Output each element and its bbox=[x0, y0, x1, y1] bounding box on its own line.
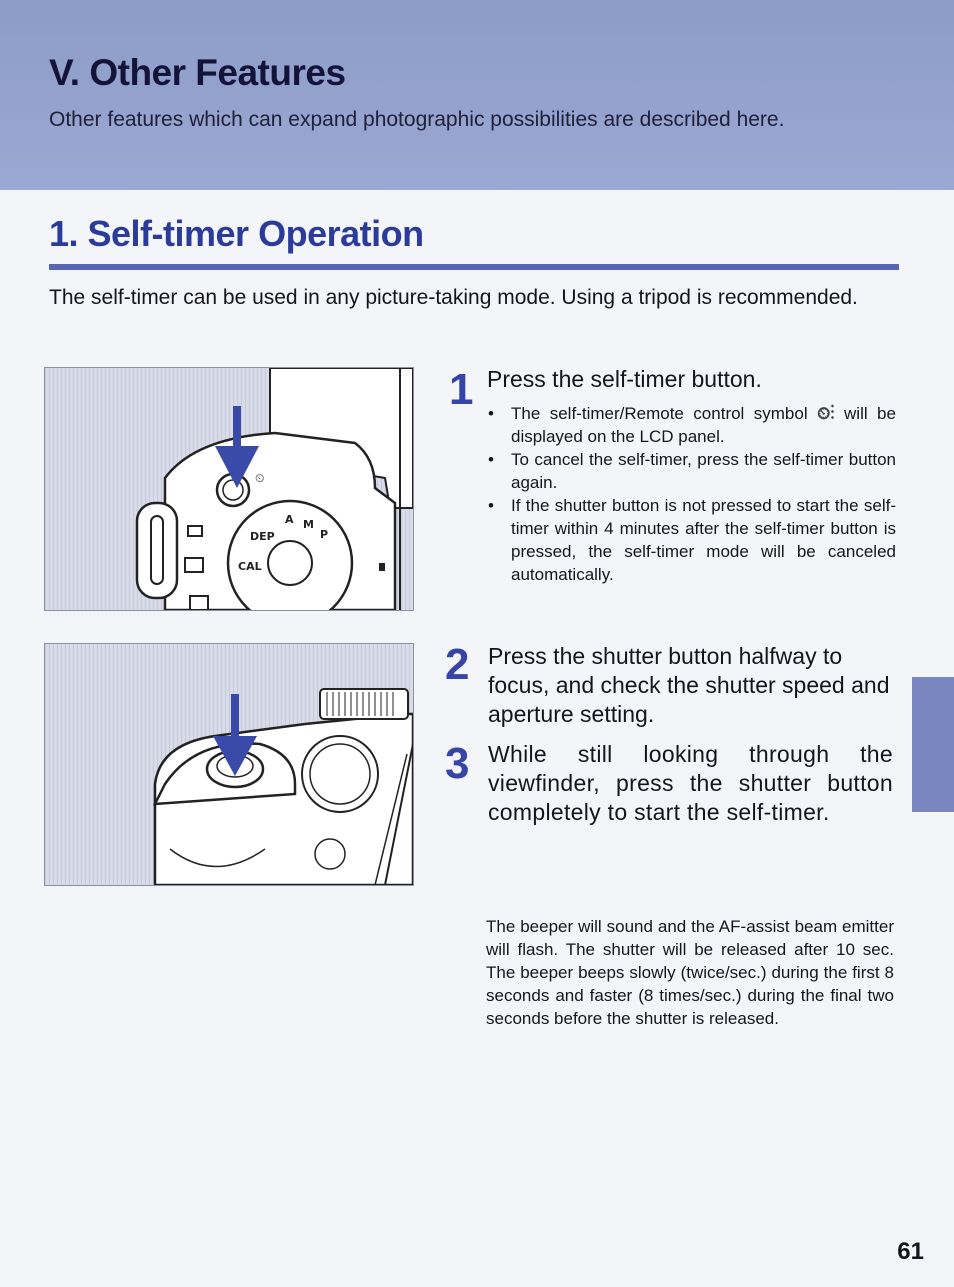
section-title: 1. Self-timer Operation bbox=[49, 213, 424, 254]
section-intro: The self-timer can be used in any pictur… bbox=[49, 286, 858, 309]
press-arrow-icon bbox=[215, 406, 259, 488]
shutter-button-illustration bbox=[44, 643, 414, 886]
mode-dial-labels: CAL DEP A M P bbox=[238, 513, 328, 573]
svg-text:P: P bbox=[320, 528, 328, 541]
timer-note: The beeper will sound and the AF-assist … bbox=[486, 917, 894, 1028]
chapter-header-band bbox=[0, 0, 954, 190]
section-divider bbox=[49, 264, 899, 270]
svg-text:⏲: ⏲ bbox=[255, 471, 264, 485]
svg-text:M: M bbox=[303, 518, 314, 531]
step-1-notes: The self-timer/Remote control symbol ⏲⁝ … bbox=[486, 402, 896, 586]
press-arrow-icon bbox=[213, 694, 257, 776]
svg-text:DEP: DEP bbox=[250, 530, 275, 543]
step-1-note-item: The self-timer/Remote control symbol ⏲⁝ … bbox=[486, 402, 896, 448]
step-1-note-item: To cancel the self-timer, press the self… bbox=[486, 448, 896, 494]
step-1-number: 1 bbox=[449, 365, 474, 414]
chapter-description: Other features which can expand photogra… bbox=[49, 108, 785, 131]
step-2-number: 2 bbox=[445, 640, 470, 689]
step-3-instruction: While still looking through the viewfind… bbox=[488, 741, 893, 825]
svg-text:A: A bbox=[285, 513, 294, 526]
chapter-title: V. Other Features bbox=[49, 52, 346, 93]
step-1-instruction: Press the self-timer button. bbox=[487, 366, 762, 392]
self-timer-remote-icon: ⏲⁝ bbox=[817, 404, 835, 423]
step-3-number: 3 bbox=[445, 739, 470, 788]
chapter-side-tab bbox=[912, 677, 954, 812]
step-1-note-item: If the shutter button is not pressed to … bbox=[486, 494, 896, 586]
step-2-instruction: Press the shutter button halfway to focu… bbox=[488, 643, 890, 727]
self-timer-button-illustration: ⏲ CAL DEP A M P bbox=[44, 367, 414, 611]
svg-text:CAL: CAL bbox=[238, 560, 262, 573]
page-number: 61 bbox=[897, 1238, 924, 1265]
